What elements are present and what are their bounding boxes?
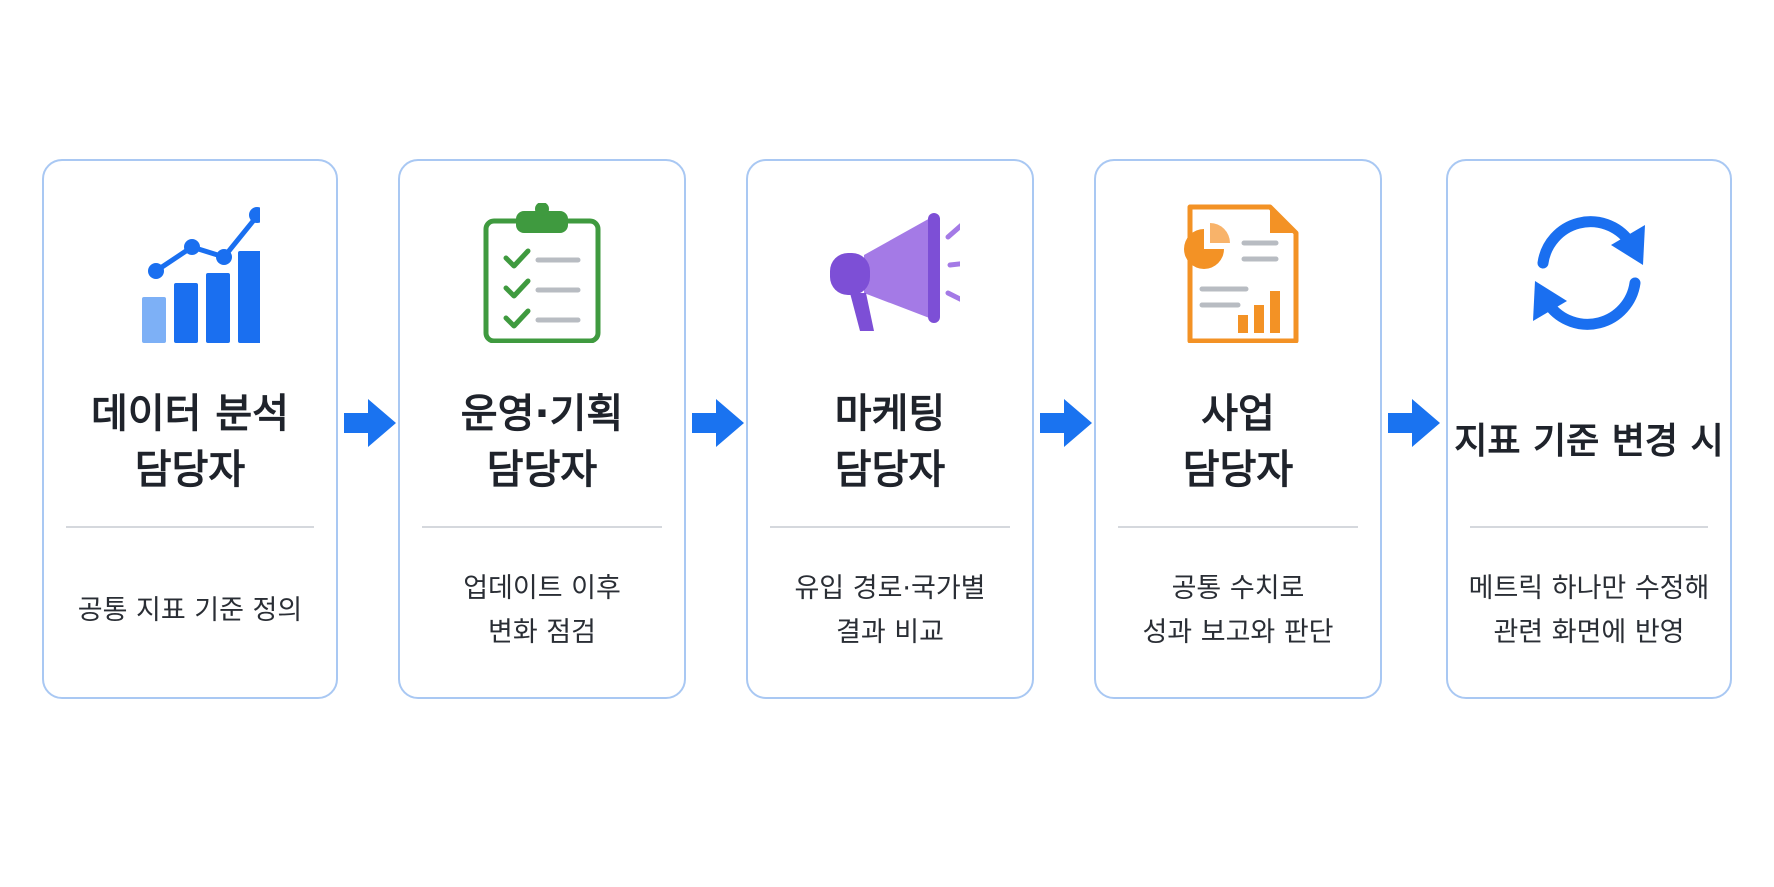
refresh-cycle-icon [1519,203,1659,343]
divider [422,526,662,528]
arrow-right-icon [1386,395,1442,451]
step-title: 데이터 분석 담당자 [44,383,336,501]
step-title: 지표 기준 변경 시 [1448,383,1730,501]
step-title: 사업 담당자 [1096,383,1380,501]
step-description-line: 성과 보고와 판단 [1142,617,1334,648]
step-title-line: 사업 [1201,391,1275,437]
step-card-operations-planning: 운영·기획 담당자 업데이트 이후 변화 점검 [398,159,686,699]
step-title-line: 담당자 [1182,447,1294,493]
step-description: 업데이트 이후 변화 점검 [408,556,676,666]
step-title: 마케팅 담당자 [748,383,1032,501]
step-description-line: 관련 화면에 반영 [1493,617,1685,648]
step-description-line: 메트릭 하나만 수정해 [1468,573,1710,604]
step-card-data-analysis: 데이터 분석 담당자 공통 지표 기준 정의 [42,159,338,699]
step-title-line: 마케팅 [834,391,946,437]
bar-chart-trend-icon [120,203,260,343]
step-card-metric-change: 지표 기준 변경 시 메트릭 하나만 수정해 관련 화면에 반영 [1446,159,1732,699]
step-description: 메트릭 하나만 수정해 관련 화면에 반영 [1456,556,1722,666]
step-description-line: 변화 점검 [488,617,596,648]
step-description: 공통 수치로 성과 보고와 판단 [1104,556,1372,666]
step-description: 공통 지표 기준 정의 [52,556,328,666]
step-title-line: 지표 기준 변경 시 [1454,421,1724,462]
step-description-line: 유입 경로·국가별 [794,573,986,604]
arrow-right-icon [342,395,398,451]
divider [66,526,314,528]
report-document-icon [1168,203,1308,343]
divider [770,526,1010,528]
step-description-line: 결과 비교 [836,617,944,648]
step-description-line: 업데이트 이후 [463,573,621,604]
step-title: 운영·기획 담당자 [400,383,684,501]
step-title-line: 데이터 분석 [91,391,289,437]
divider [1470,526,1708,528]
step-description-line: 공통 지표 기준 정의 [77,595,303,626]
megaphone-icon [820,203,960,343]
arrow-right-icon [1038,395,1094,451]
step-card-marketing: 마케팅 담당자 유입 경로·국가별 결과 비교 [746,159,1034,699]
step-description: 유입 경로·국가별 결과 비교 [756,556,1024,666]
step-title-line: 담당자 [834,447,946,493]
step-card-business: 사업 담당자 공통 수치로 성과 보고와 판단 [1094,159,1382,699]
divider [1118,526,1358,528]
step-description-line: 공통 수치로 [1171,573,1305,604]
step-title-line: 운영·기획 [460,391,624,437]
step-title-line: 담당자 [486,447,598,493]
clipboard-checklist-icon [472,203,612,343]
arrow-right-icon [690,395,746,451]
step-title-line: 담당자 [134,447,246,493]
